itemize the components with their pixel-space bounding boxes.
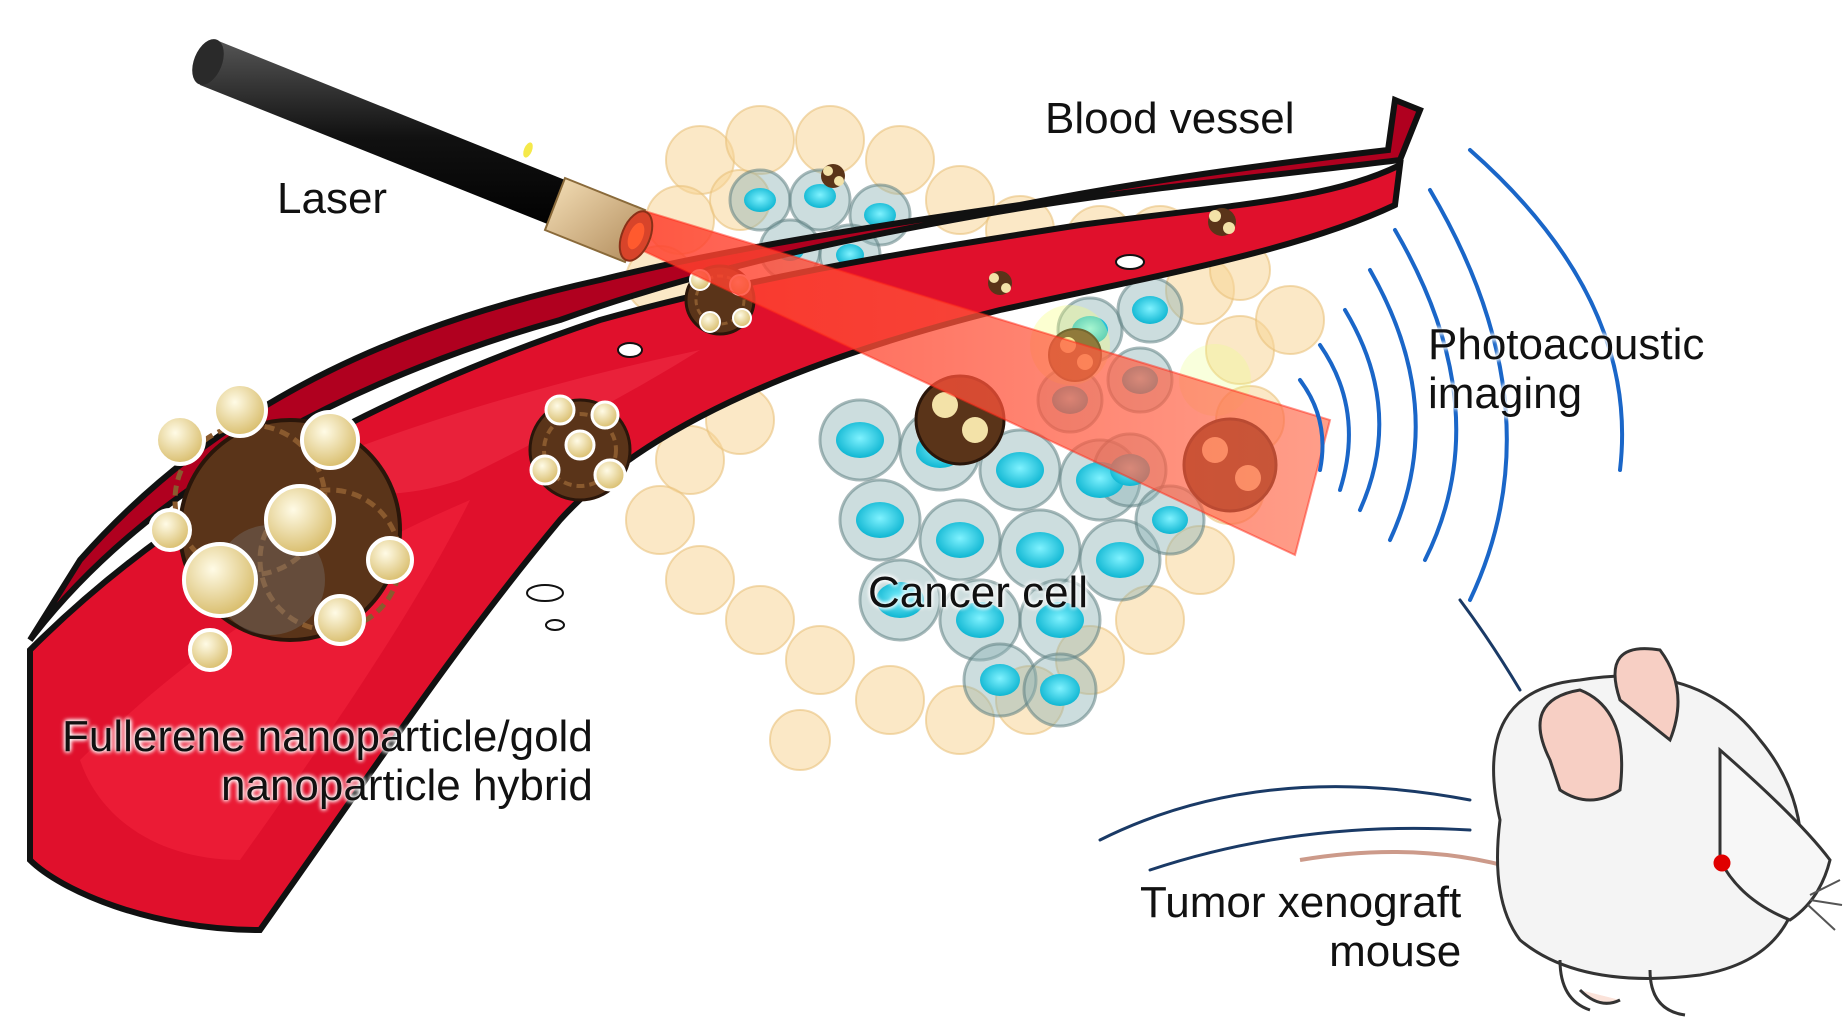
hybrid-label: Fullerene nanoparticle/gold nanoparticle… xyxy=(62,712,593,811)
mouse-label-line1: Tumor xenograft xyxy=(1140,878,1462,927)
hybrid-label-line1: Fullerene nanoparticle/gold xyxy=(62,712,593,761)
laser-pointer-icon xyxy=(192,39,654,264)
mouse-label-line2: mouse xyxy=(1329,927,1462,977)
photoacoustic-label-line1: Photoacoustic xyxy=(1428,320,1705,369)
nanoparticle-hybrid-large xyxy=(148,382,414,672)
laser-label: Laser xyxy=(277,174,388,223)
photoacoustic-label-line2: imaging xyxy=(1428,369,1583,419)
nanoparticle-hybrid-medium xyxy=(528,394,632,502)
mouse-icon xyxy=(1299,647,1843,1017)
motion-lines xyxy=(1098,598,1522,872)
blood-vessel-label: Blood vessel xyxy=(1045,94,1295,143)
photoacoustic-imaging-label: Photoacoustic imaging xyxy=(1428,320,1704,419)
sound-wave-icon xyxy=(1298,148,1625,602)
mouse-label: Tumor xenograft mouse xyxy=(1140,878,1461,977)
hybrid-label-line2: nanoparticle hybrid xyxy=(221,761,593,811)
cancer-cell-label: Cancer cell xyxy=(868,568,1089,617)
